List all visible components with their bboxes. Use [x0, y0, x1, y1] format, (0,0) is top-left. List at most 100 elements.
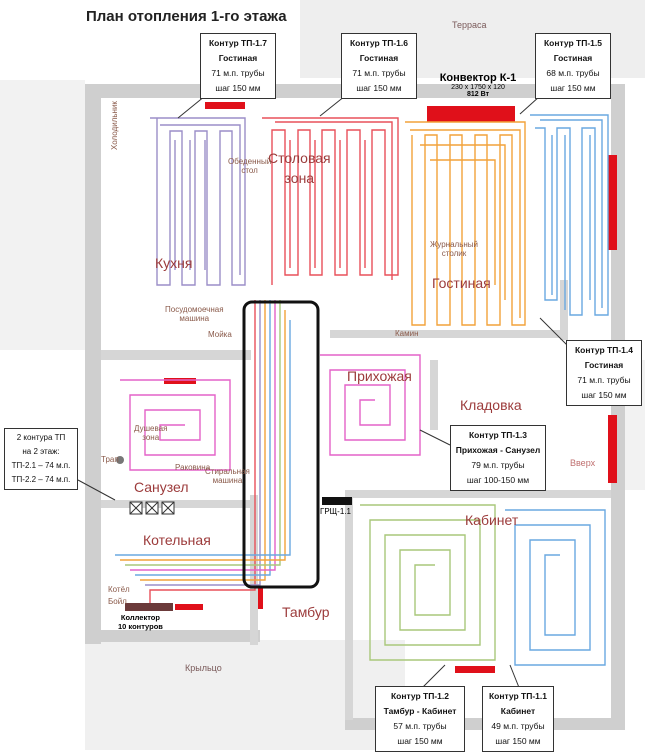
- label-shower-2: зона: [142, 433, 160, 442]
- label-dining-table-2: стол: [241, 166, 258, 175]
- room-bathroom: Санузел: [134, 479, 189, 495]
- second-floor-note-3: ТП-2.1 – 74 м.п.: [11, 461, 71, 470]
- label-shower: Душевая зона: [134, 424, 167, 442]
- circuit-tp13-step: шаг 100-150 мм: [466, 475, 530, 485]
- circuit-tp11-room: Кабинет: [500, 706, 536, 716]
- circuit-box-tp11: Контур ТП-1.1 Кабинет 49 м.п. трубы шаг …: [482, 686, 554, 752]
- label-shower-1: Душевая: [134, 424, 168, 433]
- label-terrace: Терраса: [452, 20, 487, 30]
- label-up: Вверх: [570, 458, 596, 468]
- circuit-tp14-room: Гостиная: [584, 360, 624, 370]
- room-dining: Столовая зона: [268, 148, 331, 188]
- circuit-tp17-step: шаг 150 мм: [215, 83, 261, 93]
- loop-tp16: [262, 117, 399, 285]
- label-riser: Трап: [101, 455, 119, 464]
- circuit-tp15-pipe: 68 м.п. трубы: [546, 68, 600, 78]
- circuit-tp12-room: Тамбур - Кабинет: [383, 706, 457, 716]
- label-fridge: Холодильник: [110, 101, 119, 150]
- label-washer-2: машина: [212, 476, 243, 485]
- loop-tp12: [360, 504, 496, 661]
- circuit-tp16-pipe: 71 м.п. трубы: [352, 68, 406, 78]
- radiators: [164, 102, 617, 673]
- label-coffee-table-1: Журнальный: [430, 240, 478, 249]
- riser-highlight-frame: [242, 300, 320, 589]
- riser-bundle-3: [140, 300, 266, 581]
- label-boiler-small: Бойл: [108, 597, 127, 606]
- loop-tp13-b: [120, 379, 231, 471]
- room-storage: Кладовка: [460, 397, 522, 413]
- loop-tp16-b: [275, 121, 393, 280]
- convector-size: 230 x 1750 x 120: [451, 84, 505, 91]
- convector-label: Конвектор К-1 230 x 1750 x 120 812 Вт: [428, 72, 528, 98]
- loop-tp15: [405, 121, 526, 326]
- riser-bundle-2: [145, 300, 261, 586]
- circuit-tp15-step: шаг 150 мм: [550, 83, 596, 93]
- room-dining-line1: Столовая: [268, 150, 331, 166]
- label-dining-table: Обеденный стол: [228, 157, 271, 175]
- loop-tp11: [505, 509, 606, 666]
- label-sink: Мойка: [208, 330, 232, 339]
- label-fireplace: Камин: [395, 329, 419, 338]
- circuit-box-tp15: Контур ТП-1.5 Гостиная 68 м.п. трубы шаг…: [535, 33, 611, 99]
- circuit-tp17-pipe: 71 м.п. трубы: [211, 68, 265, 78]
- circuit-tp16-step: шаг 150 мм: [356, 83, 402, 93]
- circuit-tp16-id: Контур ТП-1.6: [349, 38, 408, 48]
- vent-boxes: [129, 501, 175, 515]
- circuit-box-tp16: Контур ТП-1.6 Гостиная 71 м.п. трубы шаг…: [341, 33, 417, 99]
- label-dishwasher-1: Посудомоечная: [165, 305, 224, 314]
- label-washer: Стиральная машина: [205, 467, 250, 485]
- grsch-label: ГРЩ-1.1: [320, 507, 351, 516]
- label-dining-table-1: Обеденный: [228, 157, 272, 166]
- circuit-tp13-room: Прихожая - Санузел: [455, 445, 541, 455]
- riser-bundle: [149, 300, 256, 605]
- label-porch: Крыльцо: [185, 663, 222, 673]
- collector-label: Коллектор 10 контуров: [118, 613, 163, 631]
- porch-area: [85, 640, 405, 750]
- circuit-tp12-pipe: 57 м.п. трубы: [393, 721, 447, 731]
- circuit-tp14-id: Контур ТП-1.4: [574, 345, 633, 355]
- circuit-tp11-id: Контур ТП-1.1: [488, 691, 547, 701]
- circuit-tp12-step: шаг 150 мм: [397, 736, 443, 746]
- circuit-box-tp12: Контур ТП-1.2 Тамбур - Кабинет 57 м.п. т…: [375, 686, 465, 752]
- label-dishwasher: Посудомоечная машина: [165, 305, 224, 323]
- circuit-tp11-step: шаг 150 мм: [495, 736, 541, 746]
- label-coffee-table: Журнальный столик: [430, 240, 478, 258]
- circuit-tp14-pipe: 71 м.п. трубы: [577, 375, 631, 385]
- collector-line2: 10 контуров: [118, 622, 163, 631]
- circuit-tp13-pipe: 79 м.п. трубы: [471, 460, 525, 470]
- circuit-tp17-id: Контур ТП-1.7: [208, 38, 267, 48]
- loop-tp13: [320, 354, 421, 456]
- loop-tp14-b: [540, 119, 603, 310]
- riser-dot: [116, 456, 124, 464]
- riser-bundle-4: [135, 300, 271, 576]
- circuit-tp17-room: Гостиная: [218, 53, 258, 63]
- room-office: Кабинет: [465, 512, 519, 528]
- circuit-tp12-id: Контур ТП-1.2: [390, 691, 449, 701]
- convector-power: 812 Вт: [466, 91, 489, 98]
- circuit-tp13-id: Контур ТП-1.3: [468, 430, 527, 440]
- second-floor-note-2: на 2 этаж:: [22, 447, 60, 456]
- circuit-tp15-id: Контур ТП-1.5: [543, 38, 602, 48]
- riser-bundle-8: [115, 320, 291, 556]
- collector-line1: Коллектор: [120, 613, 160, 622]
- riser-bundle-5: [130, 300, 276, 571]
- label-washer-1: Стиральная: [205, 467, 250, 476]
- loop-tp17: [150, 117, 246, 286]
- room-hall: Прихожая: [347, 368, 412, 384]
- riser-bundle-6: [125, 300, 281, 566]
- circuit-tp14-step: шаг 150 мм: [581, 390, 627, 400]
- room-kitchen: Кухня: [155, 255, 193, 271]
- collector-block: [125, 603, 173, 611]
- left-exterior: [0, 80, 85, 350]
- callout-leaders: [77, 95, 568, 691]
- circuit-tp16-room: Гостиная: [359, 53, 399, 63]
- loop-tp17-b: [160, 124, 241, 275]
- second-floor-note: 2 контура ТП на 2 этаж: ТП-2.1 – 74 м.п.…: [4, 428, 78, 490]
- room-dining-line2: зона: [284, 170, 315, 186]
- circuit-tp11-pipe: 49 м.п. трубы: [491, 721, 545, 731]
- label-dishwasher-2: машина: [179, 314, 210, 323]
- circuit-box-tp14: Контур ТП-1.4 Гостиная 71 м.п. трубы шаг…: [566, 340, 642, 406]
- outer-walls: [85, 84, 625, 730]
- second-floor-note-4: ТП-2.2 – 74 м.п.: [11, 475, 71, 484]
